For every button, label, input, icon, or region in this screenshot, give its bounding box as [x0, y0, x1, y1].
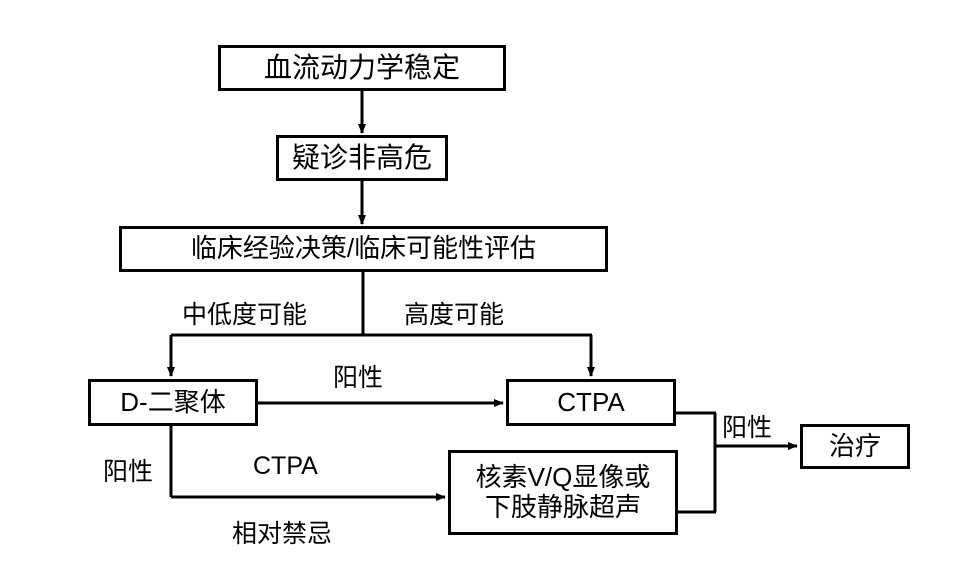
node-d-dimer-label: D-二聚体: [120, 386, 226, 417]
node-d-dimer[interactable]: D-二聚体: [88, 379, 258, 426]
node-suspected-non-high-risk-label: 疑诊非高危: [291, 141, 432, 173]
edge-label-positive-to-ctpa: 阳性: [333, 364, 384, 392]
node-ctpa[interactable]: CTPA: [506, 379, 676, 426]
node-treatment-label: 治疗: [828, 430, 881, 461]
edge-label-high-probability: 高度可能: [404, 301, 505, 329]
edge-label-positive-to-treatment: 阳性: [722, 414, 773, 442]
edge-label-relative-contraindication: 相对禁忌: [232, 520, 333, 548]
node-treatment[interactable]: 治疗: [800, 424, 910, 469]
node-clinical-assessment-label: 临床经验决策/临床可能性评估: [190, 233, 537, 264]
node-clinical-assessment[interactable]: 临床经验决策/临床可能性评估: [119, 226, 608, 272]
node-vq-scan-label: 核素V/Q显像或 下肢静脉超声: [475, 461, 651, 522]
edge-label-low-mid-probability: 中低度可能: [182, 301, 308, 329]
node-vq-scan[interactable]: 核素V/Q显像或 下肢静脉超声: [448, 450, 678, 535]
node-suspected-non-high-risk[interactable]: 疑诊非高危: [276, 135, 448, 181]
edge-label-ctpa-alternative: CTPA: [253, 452, 318, 480]
node-hemodynamic-stable[interactable]: 血流动力学稳定: [218, 45, 506, 91]
edge-label-positive-left: 阳性: [103, 458, 154, 486]
node-hemodynamic-stable-label: 血流动力学稳定: [263, 51, 460, 83]
node-ctpa-label: CTPA: [557, 386, 625, 417]
